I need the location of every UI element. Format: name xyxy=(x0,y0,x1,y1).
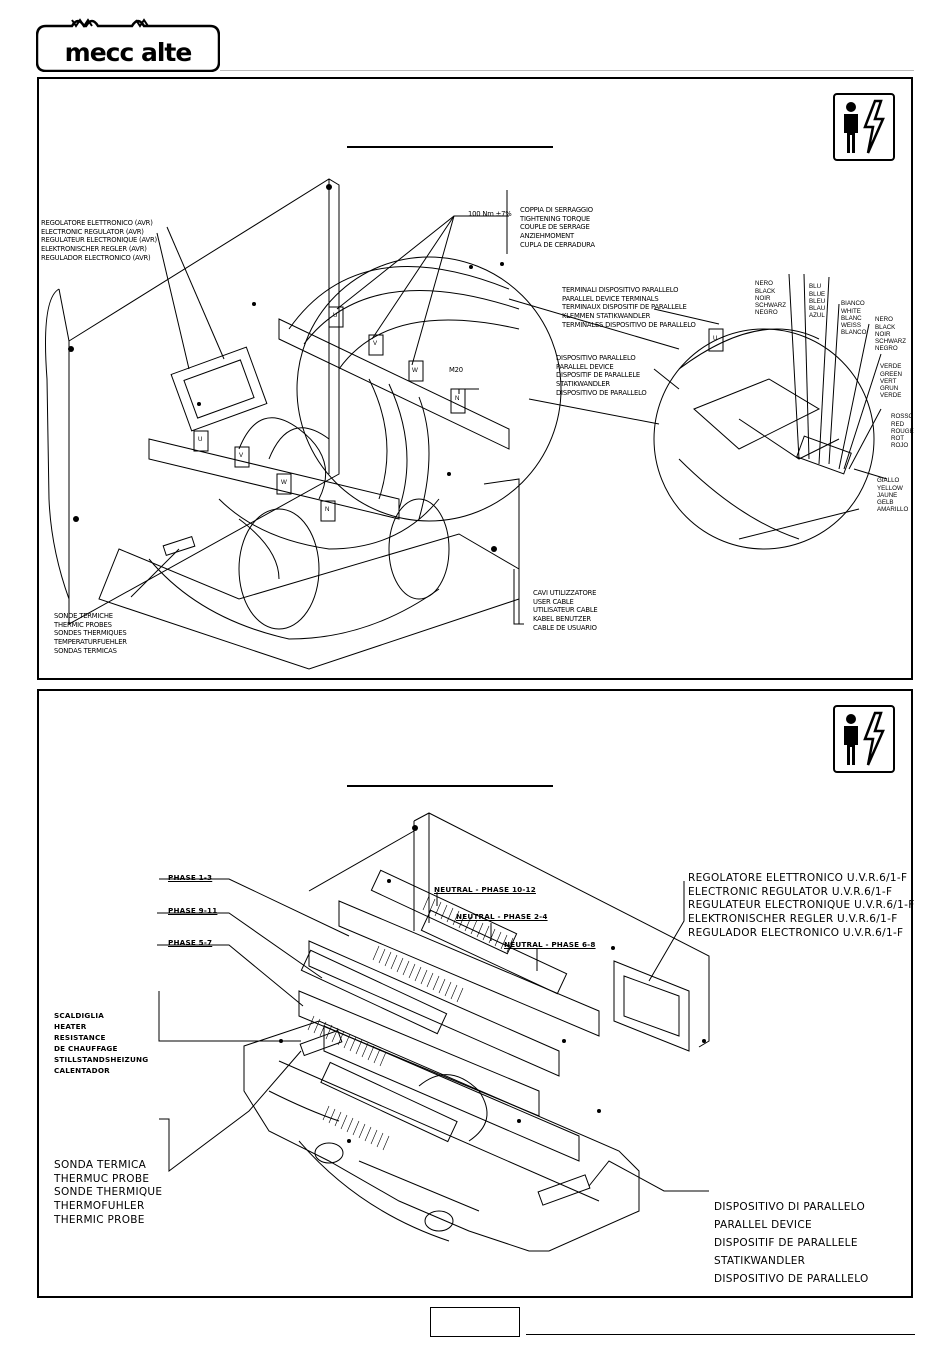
label-phase-1-3: PHASE 1-3 xyxy=(168,873,213,882)
terminal-label: N xyxy=(455,395,460,402)
title-underline xyxy=(347,146,553,148)
terminal-label: N xyxy=(325,506,330,513)
title-underline xyxy=(347,785,553,787)
page-number-box xyxy=(430,1307,520,1337)
label-phase-9-11: PHASE 9-11 xyxy=(168,906,218,915)
terminal-label: U xyxy=(198,436,203,443)
label-neutral-2-4: NEUTRAL - PHASE 2-4 xyxy=(456,912,548,921)
terminal-label: V xyxy=(239,452,244,459)
generator-terminal-drawing xyxy=(45,178,888,670)
terminal-label: W xyxy=(412,367,418,374)
electrical-hazard-icon xyxy=(833,93,895,161)
logo-text: mecc alte xyxy=(64,38,193,67)
panel-regulator-layout: PHASE 1-3 PHASE 9-11 PHASE 5-7 NEUTRAL -… xyxy=(37,689,915,1298)
terminal-label: U xyxy=(333,312,338,319)
meccalte-logo: mecc alte xyxy=(36,14,220,72)
label-neutral-10-12: NEUTRAL - PHASE 10-12 xyxy=(434,885,536,894)
terminal-label: U xyxy=(713,335,718,342)
panel-avr-wiring: REGOLATORE ELETTRONICO (AVR)ELECTRONIC R… xyxy=(37,77,914,680)
header-rule xyxy=(220,70,914,71)
terminal-label: W xyxy=(281,479,287,486)
label-phase-5-7: PHASE 5-7 xyxy=(168,938,213,947)
terminal-label: V xyxy=(373,340,378,347)
label-avr: REGOLATORE ELETTRONICO (AVR)ELECTRONIC R… xyxy=(41,219,157,262)
label-neutral-6-8: NEUTRAL - PHASE 6-8 xyxy=(504,940,596,949)
label-m20: M20 xyxy=(449,366,463,374)
logo-frame xyxy=(36,18,220,72)
label-torque-value: 100 Nm ±7% xyxy=(468,210,512,218)
generator-busbar-drawing xyxy=(157,812,710,1252)
footer-rule xyxy=(526,1334,915,1335)
electrical-hazard-icon xyxy=(833,705,895,773)
